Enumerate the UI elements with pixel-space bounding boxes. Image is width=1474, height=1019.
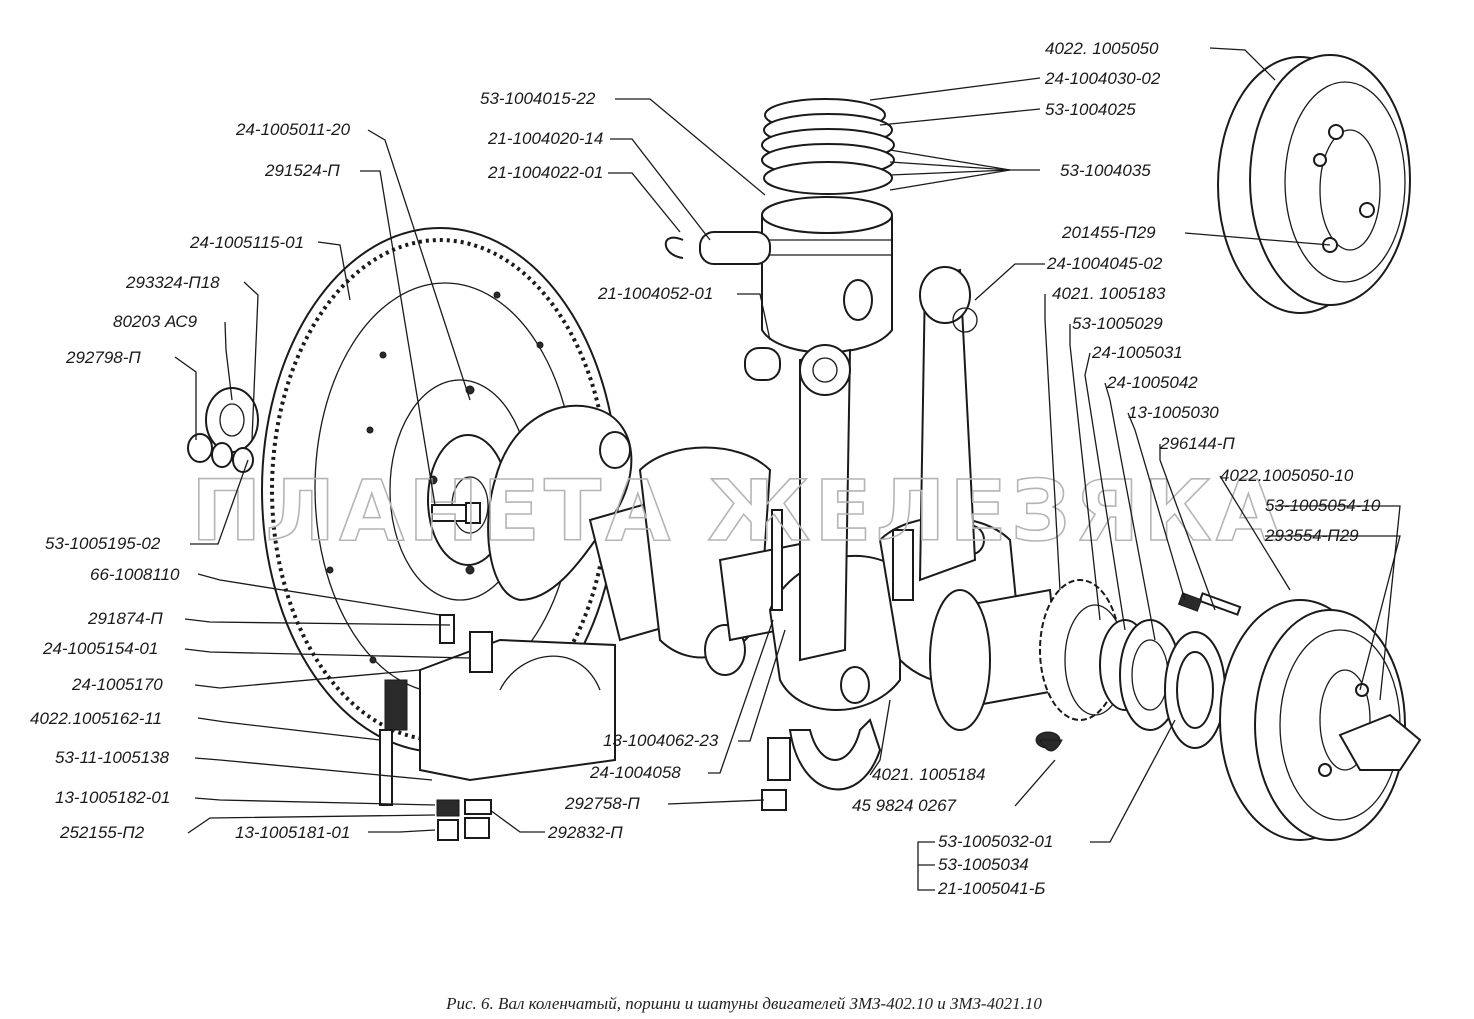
piston bbox=[761, 98, 895, 354]
callout-bolt: 293554-П29 bbox=[1264, 526, 1359, 545]
callout-segment-key: 45 9824 0267 bbox=[852, 796, 957, 815]
callout-flywheel-bolt: 291524-П bbox=[264, 161, 340, 180]
main-bearing-cap bbox=[379, 614, 616, 841]
callout-gear-key: 4021. 1005184 bbox=[872, 765, 985, 784]
callout-washer: 293324-П18 bbox=[125, 273, 220, 292]
callout-conrod: 24-1004045-02 bbox=[1046, 254, 1163, 273]
piston-pin bbox=[699, 231, 781, 381]
callout-lock-washer: 53-1005195-02 bbox=[45, 534, 161, 553]
connecting-rod-2 bbox=[892, 266, 978, 601]
callout-bearing: 80203 АС9 bbox=[113, 312, 198, 331]
flywheel-bolt bbox=[431, 502, 481, 524]
callout-main-liner: 24-1005170 bbox=[71, 675, 163, 694]
circlip bbox=[664, 236, 684, 259]
pilot-bearing-group bbox=[187, 387, 259, 473]
callout-key: 296144-П bbox=[1159, 434, 1235, 453]
callout-timing-gear: 53-1005029 bbox=[1072, 314, 1163, 333]
callout-rod-bolt: 13-1004062-23 bbox=[603, 731, 719, 750]
callout-bushing: 21-1004052-01 bbox=[597, 284, 713, 303]
callout-pulley: 4022. 1005050 bbox=[1045, 39, 1159, 58]
callout-pulley-bolt: 201455-П29 bbox=[1061, 223, 1156, 242]
callout-nut-right: 292832-П bbox=[547, 823, 623, 842]
crankshaft-pulley bbox=[1177, 592, 1422, 841]
callout-rod-liner: 24-1004058 bbox=[589, 763, 681, 782]
callout-seal-alt2: 21-1005041-Б bbox=[937, 879, 1045, 898]
callout-piston: 53-1004015-22 bbox=[480, 89, 596, 108]
callout-pin: 291874-П bbox=[87, 609, 163, 628]
woodruff-key bbox=[1039, 739, 1063, 752]
callout-flywheel: 24-1005115-01 bbox=[189, 233, 304, 252]
callout-nut-washer: 252155-П2 bbox=[59, 823, 145, 842]
connecting-rod-1 bbox=[771, 344, 852, 662]
callout-bolt-left: 292798-П bbox=[65, 348, 141, 367]
callout-ring-top: 24-1004030-02 bbox=[1044, 69, 1161, 88]
rod-cap bbox=[761, 718, 882, 811]
callout-rear-cap: 53-11-1005138 bbox=[55, 748, 170, 767]
callout-damper: 4022.1005050-10 bbox=[1220, 466, 1354, 485]
callout-gear-washer: 4021. 1005183 bbox=[1052, 284, 1166, 303]
leader-lines bbox=[174, 47, 1401, 891]
callout-nut: 13-1005181-01 bbox=[235, 823, 350, 842]
callout-front-seal: 53-1005032-01 bbox=[938, 832, 1053, 851]
callout-labels: 4022. 1005050 24-1004030-02 53-1004025 5… bbox=[30, 39, 1381, 898]
callout-stud: 13-1005182-01 bbox=[55, 788, 170, 807]
callout-main-cap: 24-1005154-01 bbox=[42, 639, 158, 658]
callout-spacer: 24-1005031 bbox=[1091, 343, 1183, 362]
callout-rod-nut: 292758-П bbox=[564, 794, 640, 813]
crankshaft bbox=[487, 404, 1062, 731]
callout-circlip: 21-1004022-01 bbox=[487, 163, 603, 182]
callout-piston-pin: 21-1004020-14 bbox=[487, 129, 603, 148]
callout-seal: 13-1005030 bbox=[1128, 403, 1219, 422]
callout-dowel: 66-1008110 bbox=[90, 565, 180, 584]
watermark: ПЛАНЕТА ЖЕЛЕЗЯКА bbox=[191, 462, 1285, 560]
callout-ratchet: 53-1005054-10 bbox=[1265, 496, 1381, 515]
callout-thrust: 4022.1005162-11 bbox=[30, 709, 162, 728]
pulley-top bbox=[1217, 54, 1411, 314]
callout-crankshaft: 24-1005011-20 bbox=[235, 120, 351, 139]
callout-seal-alt: 53-1005034 bbox=[938, 855, 1029, 874]
callout-ring-2: 53-1004025 bbox=[1045, 100, 1136, 119]
figure-caption: Рис. 6. Вал коленчатый, поршни и шатуны … bbox=[445, 994, 1042, 1013]
callout-oil-deflector: 24-1005042 bbox=[1106, 373, 1198, 392]
callout-oil-ring: 53-1004035 bbox=[1060, 161, 1151, 180]
